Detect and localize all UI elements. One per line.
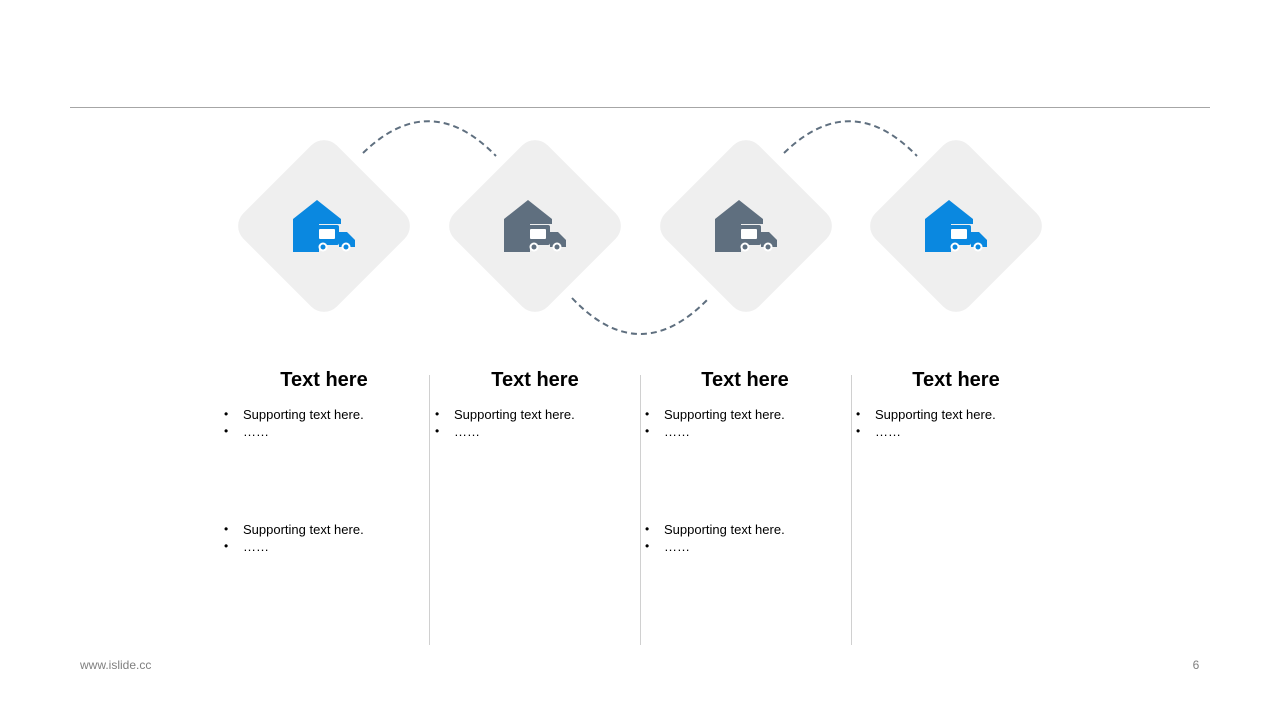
truck-wheel-front-hub [975, 244, 981, 250]
column-divider [851, 375, 852, 645]
bullet-list: Supporting text here. …… [435, 406, 635, 440]
bullet-item: …… [224, 538, 424, 555]
step-title: Text here [280, 369, 368, 391]
truck-wheel-rear-hub [742, 244, 748, 250]
truck-window [530, 229, 546, 239]
bullet-item: Supporting text here. [856, 406, 1056, 423]
truck-window [319, 229, 335, 239]
connector-arc-1 [362, 120, 497, 157]
truck-window [951, 229, 967, 239]
truck-cab [550, 232, 566, 247]
step-3-column: Text here Supporting text here. …… Suppo… [645, 366, 845, 555]
bullet-item: …… [645, 538, 845, 555]
bullet-item: …… [435, 423, 635, 440]
top-divider-line [70, 107, 1210, 108]
bullet-list: Supporting text here. …… [224, 521, 424, 555]
bullet-item: Supporting text here. [645, 521, 845, 538]
truck-cab [761, 232, 777, 247]
warehouse-truck-icon [293, 200, 355, 252]
bullet-item: Supporting text here. [224, 521, 424, 538]
bullet-item: Supporting text here. [645, 406, 845, 423]
truck-window [741, 229, 757, 239]
truck-wheel-front-hub [554, 244, 560, 250]
bullet-item: Supporting text here. [435, 406, 635, 423]
warehouse-truck-icon [715, 200, 777, 252]
connector-arc-3 [783, 120, 918, 157]
step-title: Text here [701, 369, 789, 391]
step-4-column: Text here Supporting text here. …… [856, 366, 1056, 440]
truck-cab [971, 232, 987, 247]
column-divider [640, 375, 641, 645]
connector-arc-2 [571, 297, 710, 335]
truck-cab [339, 232, 355, 247]
page-number: 6 [1192, 658, 1200, 672]
truck-wheel-rear-hub [952, 244, 958, 250]
bullet-list: Supporting text here. …… [645, 521, 845, 555]
column-divider [429, 375, 430, 645]
bullet-item: Supporting text here. [224, 406, 424, 423]
truck-wheel-rear-hub [320, 244, 326, 250]
step-2-column: Text here Supporting text here. …… [435, 366, 635, 440]
truck-wheel-front-hub [765, 244, 771, 250]
warehouse-truck-icon [925, 200, 987, 252]
truck-wheel-front-hub [343, 244, 349, 250]
step-title: Text here [491, 369, 579, 391]
bullet-list: Supporting text here. …… [856, 406, 1056, 440]
bullet-list: Supporting text here. …… [224, 406, 424, 440]
truck-wheel-rear-hub [531, 244, 537, 250]
footer-url: www.islide.cc [80, 658, 152, 672]
bullet-list: Supporting text here. …… [645, 406, 845, 440]
bullet-item: …… [645, 423, 845, 440]
bullet-item: …… [224, 423, 424, 440]
step-title: Text here [912, 369, 1000, 391]
warehouse-truck-icon [504, 200, 566, 252]
step-1-column: Text here Supporting text here. …… Suppo… [224, 366, 424, 555]
bullet-item: …… [856, 423, 1056, 440]
